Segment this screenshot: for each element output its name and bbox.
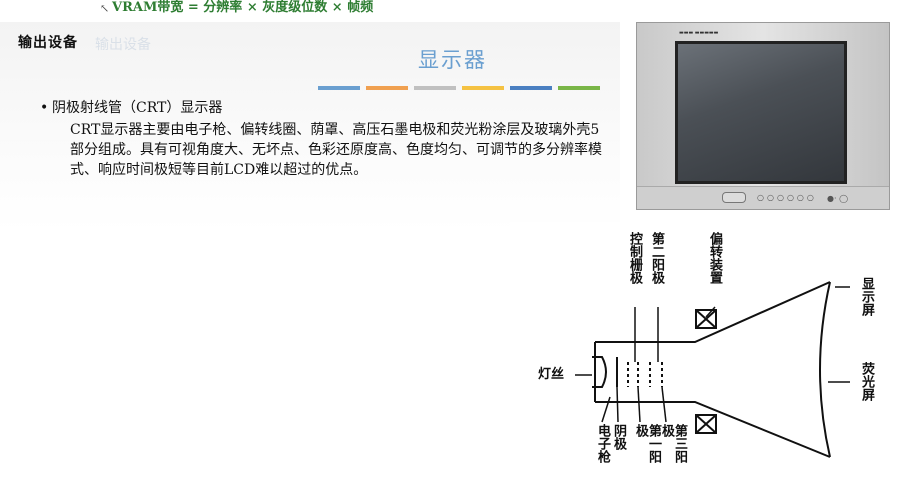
ghost-section-label: 输出设备 <box>95 37 151 53</box>
accent-segment <box>510 86 552 90</box>
monitor-button-cluster <box>722 192 746 203</box>
bullet-block: • 阴极射线管（CRT）显示器 CRT显示器主要由电子枪、偏转线圈、荫罩、高压石… <box>40 98 615 180</box>
bullet-dot-icon: • <box>40 100 49 116</box>
label-second-anode: 第二阳极 <box>649 232 664 284</box>
label-screen: 显示屏 <box>859 277 874 316</box>
tube-screen-curve <box>819 281 831 458</box>
bullet-heading-row: • 阴极射线管（CRT）显示器 <box>40 98 615 118</box>
label-first-anode: 第一阳极 <box>633 424 661 463</box>
bullet-heading: 阴极射线管（CRT）显示器 <box>52 100 223 116</box>
slide-header-background <box>0 22 620 232</box>
slide-title: 显示器 <box>418 48 487 72</box>
accent-color-bar <box>318 86 600 90</box>
label-phosphor: 荧光屏 <box>859 362 874 401</box>
accent-segment <box>318 86 360 90</box>
monitor-buttons: ○○○○○○ <box>757 193 817 202</box>
deflection-top-box <box>695 309 717 329</box>
deflection-bottom-box <box>695 414 717 434</box>
monitor-control-panel: ○○○○○○ ●· ◯ <box>637 186 889 209</box>
top-strip: ↖ VRAM带宽 = 分辨率 × 灰度级位数 × 帧频 <box>0 0 907 22</box>
tube-bottom-edge <box>595 401 831 458</box>
label-electron-gun: 电子枪 <box>595 424 610 463</box>
tube-top-edge <box>595 281 831 343</box>
crt-structure-diagram: 控制栅极 第二阳极 偏转装置 显示屏 荧光屏 灯丝 电子枪 阴极 第一阳极 第三… <box>510 222 895 464</box>
accent-segment <box>366 86 408 90</box>
crt-tube-drawing <box>575 281 850 458</box>
label-deflection: 偏转装置 <box>707 232 722 284</box>
monitor-brand-mark: ▬▬▬ ▬▬▬▬▬ <box>679 30 719 36</box>
label-control-grid: 控制栅极 <box>627 232 642 284</box>
accent-segment <box>558 86 600 90</box>
accent-segment <box>462 86 504 90</box>
bullet-body-text: CRT显示器主要由电子枪、偏转线圈、荫罩、高压石墨电极和荧光粉涂层及玻璃外壳5部… <box>70 122 602 178</box>
vram-formula: VRAM带宽 = 分辨率 × 灰度级位数 × 帧频 <box>112 0 374 15</box>
label-cathode: 阴极 <box>611 424 626 450</box>
slide: 输出设备 输出设备 显示器 • 阴极射线管（CRT）显示器 CRT显示器主要由电… <box>0 22 907 491</box>
filament-coil <box>592 356 607 388</box>
power-button-icon: ●· ◯ <box>827 194 849 203</box>
crt-monitor-photo: ▬▬▬ ▬▬▬▬▬ ○○○○○○ ●· ◯ <box>636 22 890 210</box>
label-filament: 灯丝 <box>538 367 565 382</box>
cursor-icon: ↖ <box>100 2 110 15</box>
section-label: 输出设备 <box>18 35 78 51</box>
monitor-screen <box>675 41 847 184</box>
label-third-anode: 第三阳极 <box>659 424 687 463</box>
accent-segment <box>414 86 456 90</box>
